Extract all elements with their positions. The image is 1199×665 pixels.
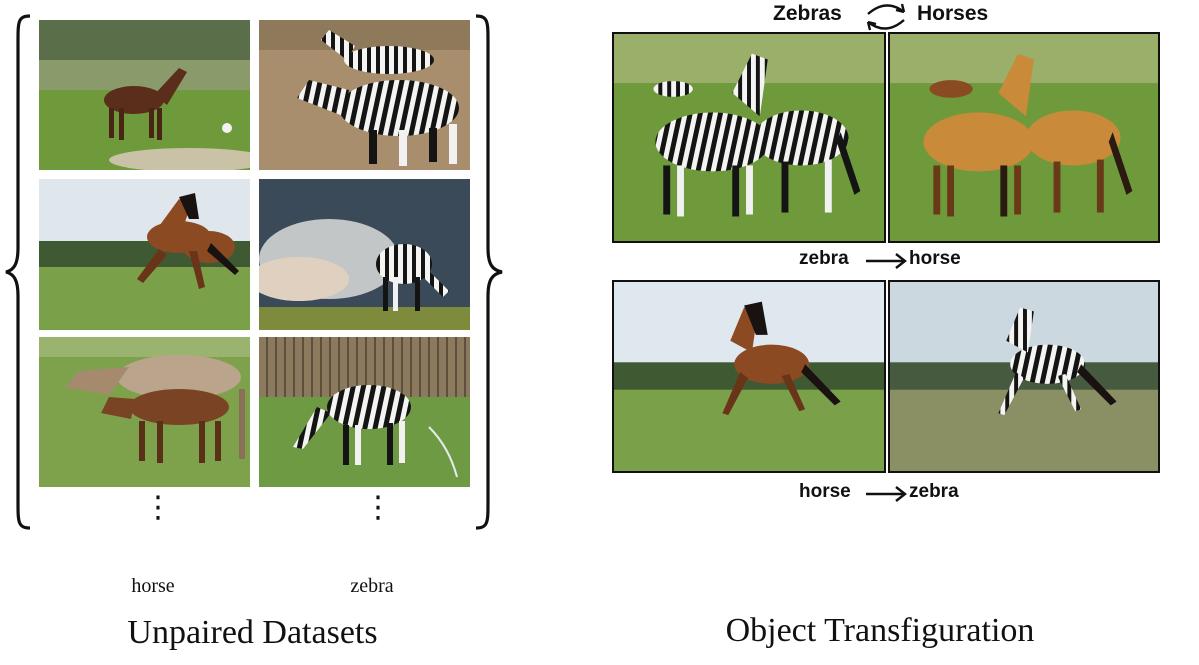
horse-column-label: horse bbox=[131, 575, 175, 597]
translated-horse-photo bbox=[888, 32, 1160, 243]
zebra-photo-3 bbox=[259, 337, 470, 487]
right-brace-icon bbox=[475, 14, 503, 530]
translated-zebra-photo bbox=[888, 280, 1160, 473]
zebra-column-label: zebra bbox=[350, 575, 394, 597]
row2-arrow-icon bbox=[866, 486, 907, 502]
row2-source-label: horse bbox=[799, 481, 851, 502]
row1-arrow-icon bbox=[866, 253, 907, 269]
row2-target-label: zebra bbox=[909, 481, 959, 502]
zebra-photo-2 bbox=[259, 179, 470, 330]
horse-ellipsis: ⋮ bbox=[143, 491, 173, 524]
horse-photo-3 bbox=[39, 337, 250, 487]
horse-photo-1 bbox=[39, 20, 250, 170]
swap-cycle-icon bbox=[866, 3, 906, 31]
row1-source-label: zebra bbox=[799, 248, 849, 269]
row1-target-label: horse bbox=[909, 248, 961, 269]
source-zebra-photo bbox=[612, 32, 886, 243]
left-brace-icon bbox=[5, 14, 31, 530]
object-transfiguration-caption: Object Transfiguration bbox=[725, 612, 1035, 649]
unpaired-datasets-caption: Unpaired Datasets bbox=[127, 614, 378, 651]
zebras-title: Zebras bbox=[773, 2, 842, 25]
horses-title: Horses bbox=[917, 2, 989, 25]
horse-photo-2 bbox=[39, 179, 250, 330]
zebra-photo-1 bbox=[259, 20, 470, 170]
zebra-ellipsis: ⋮ bbox=[363, 491, 393, 524]
source-horse-photo bbox=[612, 280, 886, 473]
